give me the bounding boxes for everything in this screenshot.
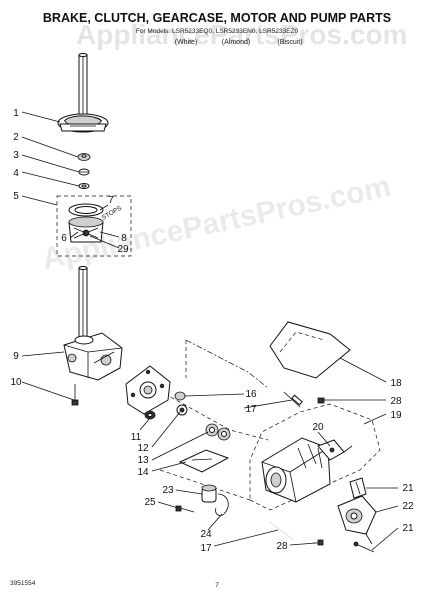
part-20-motor-switch: [317, 439, 353, 461]
callout-10: 10: [10, 377, 22, 388]
part-18-motor-cover: [269, 321, 351, 379]
part-11-seal: [144, 410, 156, 420]
diagram-title: BRAKE, CLUTCH, GEARCASE, MOTOR AND PUMP …: [43, 11, 391, 25]
callout-12: 12: [137, 443, 149, 454]
pump-mounting-plate: [125, 365, 171, 415]
callout-21-lower: 21: [402, 523, 414, 534]
part-13-15-seal-assembly: [205, 423, 231, 441]
agitator-shaft-top: [78, 53, 88, 118]
callout-24: 24: [200, 529, 212, 540]
callout-8: 8: [121, 233, 127, 244]
part-21-fitting-upper: [349, 477, 367, 499]
callout-17-lower: 17: [200, 543, 212, 554]
guide-line-b: [139, 379, 269, 441]
variant-white: (White): [175, 39, 198, 46]
callout-6: 6: [61, 233, 67, 244]
guide-line-a: [185, 339, 269, 389]
callout-25: 25: [144, 497, 156, 508]
callout-1: 1: [13, 108, 19, 119]
part-25-screw: [175, 505, 195, 513]
callout-23: 23: [162, 485, 174, 496]
callout-28: 28: [390, 396, 402, 407]
callout-19: 19: [390, 410, 402, 421]
variant-biscuit: (Biscuit): [277, 39, 302, 46]
callout-14: 14: [137, 467, 149, 478]
part-2-nut: [77, 153, 91, 161]
clutch-stops-note: STOPS: [101, 204, 124, 221]
part-3-retainer: [78, 168, 90, 176]
callout-13: 13: [137, 455, 149, 466]
callout-18: 18: [390, 378, 402, 389]
watermark-top: AppliancePartsPros.com: [76, 19, 407, 50]
part-17-rod-lower: [269, 521, 295, 541]
callout-7: 7: [108, 195, 114, 206]
page-number: 7: [215, 582, 219, 589]
callout-numbers: 1 2 3 4 5 6 7 8 29 9 10 11 12 13 14 16 1…: [10, 108, 414, 554]
callout-2: 2: [13, 132, 19, 143]
document-number: 3951554: [10, 580, 36, 587]
leader-lines: [21, 111, 399, 551]
callout-3: 3: [13, 150, 19, 161]
part-17-rod-upper: [283, 391, 303, 408]
part-10-bolt: [71, 384, 79, 406]
callout-5: 5: [13, 191, 19, 202]
part-19-motor: [261, 437, 331, 503]
variant-almond: (Almond): [222, 39, 250, 46]
callout-16: 16: [245, 389, 257, 400]
part-22-pump: [337, 495, 377, 545]
part-21-clamp-lower: [353, 541, 375, 553]
part-1-brake-assembly: [57, 113, 109, 133]
callout-20: 20: [312, 422, 324, 433]
callout-17: 17: [245, 404, 257, 415]
part-16-clip: [174, 391, 186, 401]
spin-tube-lower-shaft: [78, 266, 88, 339]
callout-28-lower: 28: [276, 541, 288, 552]
callout-11: 11: [131, 432, 142, 443]
callout-4: 4: [13, 168, 19, 179]
model-list: For Models: LSR5233EQ0, LSR5233EN0, LSR5…: [136, 28, 299, 35]
guide-line-d: [159, 469, 251, 501]
part-5-clutch-assembly: STOPS: [56, 195, 132, 257]
part-28-screw-upper: [317, 397, 332, 404]
part-4-washer: [78, 183, 90, 189]
callout-9: 9: [13, 351, 19, 362]
callout-22: 22: [402, 501, 414, 512]
part-24-strap: [215, 493, 229, 516]
part-28-screw-lower: [313, 539, 324, 546]
part-23-capacitor: [201, 484, 217, 503]
part-14-plate: [178, 449, 230, 473]
callout-29: 29: [117, 244, 129, 255]
callout-21-upper: 21: [402, 483, 414, 494]
part-9-gearcase: [63, 332, 123, 381]
